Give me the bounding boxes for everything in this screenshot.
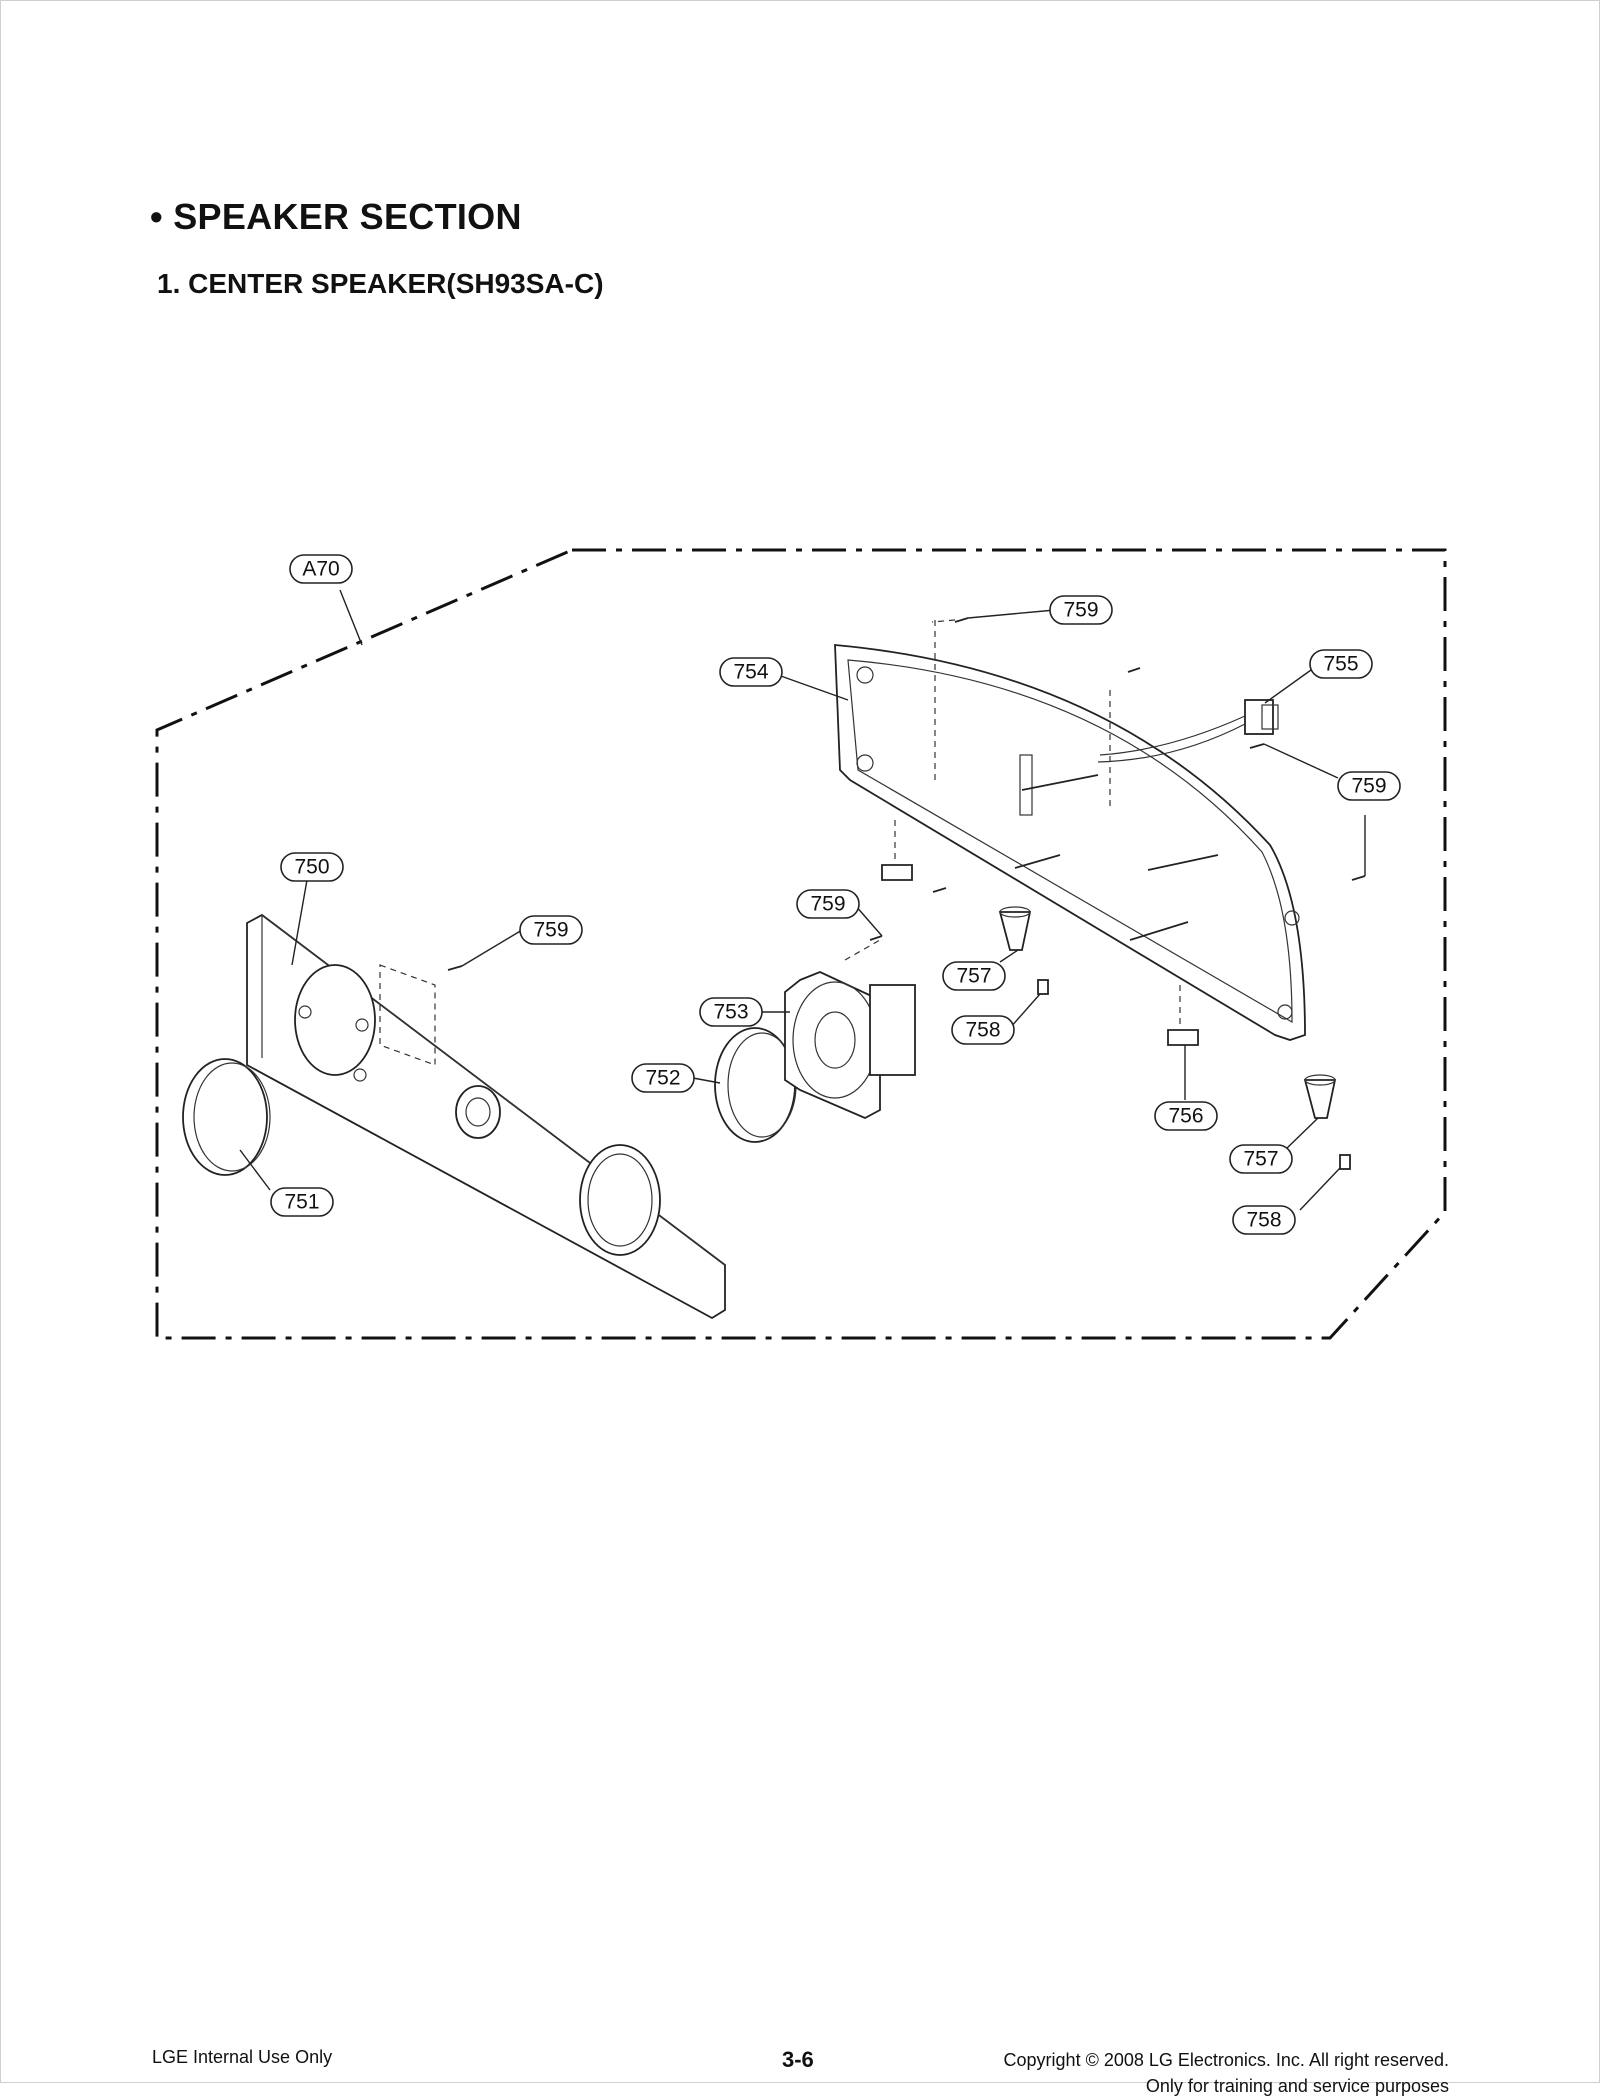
callout-753: 753 xyxy=(699,997,763,1027)
callout-759-right-label: 759 xyxy=(1351,775,1386,798)
leader-757-lower xyxy=(1284,1117,1319,1151)
callout-757-lower: 757 xyxy=(1229,1144,1293,1174)
footer-copyright-block: Copyright © 2008 LG Electronics. Inc. Al… xyxy=(1004,2047,1449,2099)
callout-757-lower-label: 757 xyxy=(1243,1148,1278,1171)
leader-754 xyxy=(777,674,849,701)
callout-755: 755 xyxy=(1309,649,1373,679)
subsection-title: 1. CENTER SPEAKER(SH93SA-C) xyxy=(157,268,604,299)
leader-757-upper xyxy=(999,949,1019,963)
callout-758-lower: 758 xyxy=(1232,1205,1296,1235)
leader-759-right xyxy=(1263,743,1339,779)
callout-752-label: 752 xyxy=(645,1067,680,1090)
grille-cap-part-751 xyxy=(182,1058,271,1176)
callout-757-upper: 757 xyxy=(942,961,1006,991)
screw-part-758-upper xyxy=(1037,979,1049,995)
callout-a70: A70 xyxy=(289,554,353,584)
callout-759-left: 759 xyxy=(519,915,583,945)
leader-759-top xyxy=(967,609,1056,619)
leader-750 xyxy=(291,879,308,966)
callout-757-upper-label: 757 xyxy=(956,965,991,988)
leader-752 xyxy=(692,1077,721,1084)
callout-753-label: 753 xyxy=(713,1001,748,1024)
callout-759-left-label: 759 xyxy=(533,919,568,942)
callout-754: 754 xyxy=(719,657,783,687)
screw-part-758-lower xyxy=(1339,1154,1351,1170)
callout-759-middle-label: 759 xyxy=(810,893,845,916)
callout-751-label: 751 xyxy=(284,1191,319,1214)
callout-750: 750 xyxy=(280,852,344,882)
leader-759-middle xyxy=(854,904,883,937)
callout-758-upper-label: 758 xyxy=(965,1019,1000,1042)
leader-755 xyxy=(1264,664,1319,704)
woofer-unit-part-753 xyxy=(784,939,916,1119)
footer-copyright: Copyright © 2008 LG Electronics. Inc. Al… xyxy=(1003,2050,1449,2070)
callout-755-label: 755 xyxy=(1323,653,1358,676)
front-baffle-part-750 xyxy=(246,913,726,1320)
callout-758-lower-label: 758 xyxy=(1246,1209,1281,1232)
callout-751: 751 xyxy=(270,1187,334,1217)
callout-756: 756 xyxy=(1154,1101,1218,1131)
terminal-part-755 xyxy=(1097,699,1279,763)
foot-part-757-lower xyxy=(1303,1074,1337,1119)
footer-purpose: Only for training and service purposes xyxy=(1145,2076,1449,2096)
page-number: 3-6 xyxy=(782,2047,814,2072)
leader-758-upper xyxy=(1009,993,1041,1029)
callout-759-top: 759 xyxy=(1049,595,1113,625)
rear-enclosure-part-754 xyxy=(834,644,1306,1046)
callout-754-label: 754 xyxy=(733,661,768,684)
leader-751 xyxy=(239,1149,271,1191)
callout-752: 752 xyxy=(631,1063,695,1093)
callout-759-top-label: 759 xyxy=(1063,599,1098,622)
callout-756-label: 756 xyxy=(1168,1105,1203,1128)
section-title: • SPEAKER SECTION xyxy=(150,196,522,237)
screw-group-759 xyxy=(447,617,1366,971)
callout-759-right: 759 xyxy=(1337,771,1401,801)
footer-internal-use: LGE Internal Use Only xyxy=(152,2047,333,2067)
dust-cap-part-752 xyxy=(714,1027,797,1143)
assembly-boundary xyxy=(155,548,1447,1340)
leader-759-left xyxy=(461,929,523,967)
callout-750-label: 750 xyxy=(294,856,329,879)
leader-a70 xyxy=(339,589,363,646)
callout-759-middle: 759 xyxy=(796,889,860,919)
foot-part-757-upper xyxy=(998,906,1032,951)
leader-758-lower xyxy=(1299,1167,1341,1211)
callout-758-upper: 758 xyxy=(951,1015,1015,1045)
callout-a70-label: A70 xyxy=(302,558,339,581)
